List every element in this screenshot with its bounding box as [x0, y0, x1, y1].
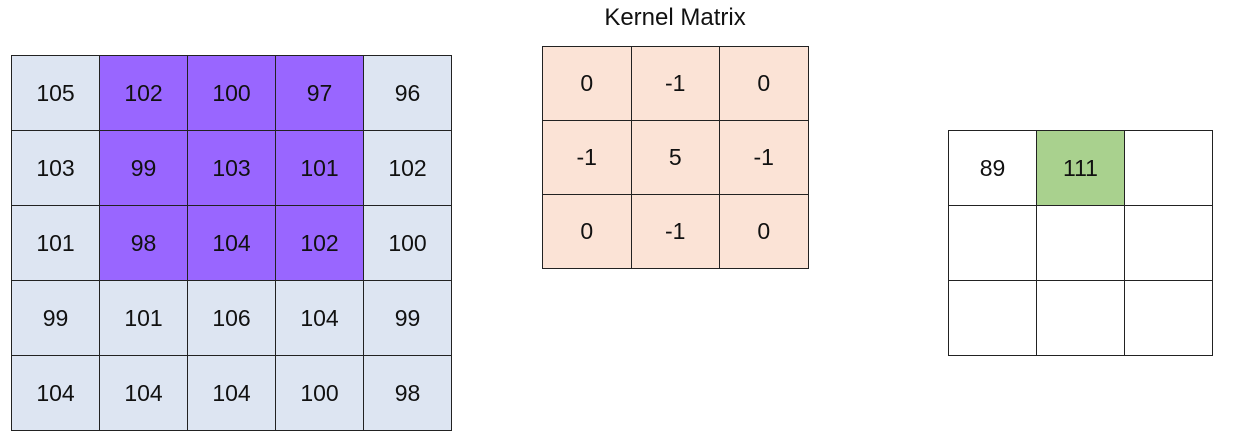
- kernel-cell: -1: [720, 121, 809, 195]
- output-cell: [1037, 281, 1125, 356]
- input-cell: 106: [188, 281, 276, 356]
- input-cell: 104: [276, 281, 364, 356]
- output-cell: [949, 206, 1037, 281]
- input-cell-highlighted: 99: [100, 131, 188, 206]
- output-cell-current: 111: [1037, 131, 1125, 206]
- kernel-title: Kernel Matrix: [604, 4, 746, 31]
- input-cell-highlighted: 101: [276, 131, 364, 206]
- kernel-cell: 5: [631, 121, 720, 195]
- kernel-cell: -1: [543, 121, 632, 195]
- output-cell: [949, 281, 1037, 356]
- kernel-cell: 0: [720, 195, 809, 269]
- output-cell: [1125, 131, 1213, 206]
- input-cell: 100: [364, 206, 452, 281]
- input-cell: 96: [364, 56, 452, 131]
- input-cell-highlighted: 97: [276, 56, 364, 131]
- output-matrix: 89 111: [948, 130, 1213, 356]
- input-cell-highlighted: 102: [100, 56, 188, 131]
- output-cell: 89: [949, 131, 1037, 206]
- input-cell: 105: [12, 56, 100, 131]
- output-cell: [1037, 206, 1125, 281]
- input-cell: 101: [100, 281, 188, 356]
- input-cell: 100: [276, 356, 364, 431]
- kernel-cell: 0: [543, 195, 632, 269]
- kernel-matrix: 0 -1 0 -1 5 -1 0 -1 0: [542, 46, 809, 269]
- input-cell-highlighted: 98: [100, 206, 188, 281]
- output-cell: [1125, 206, 1213, 281]
- input-cell: 98: [364, 356, 452, 431]
- input-cell-highlighted: 103: [188, 131, 276, 206]
- input-cell-highlighted: 100: [188, 56, 276, 131]
- input-cell: 99: [364, 281, 452, 356]
- input-cell: 104: [100, 356, 188, 431]
- input-matrix: 105 102 100 97 96 103 99 103 101 102 101…: [11, 55, 452, 431]
- kernel-cell: -1: [631, 195, 720, 269]
- input-cell: 99: [12, 281, 100, 356]
- kernel-cell: -1: [631, 47, 720, 121]
- input-cell: 102: [364, 131, 452, 206]
- input-cell-highlighted: 104: [188, 206, 276, 281]
- output-cell: [1125, 281, 1213, 356]
- kernel-cell: 0: [543, 47, 632, 121]
- input-cell: 103: [12, 131, 100, 206]
- input-cell: 101: [12, 206, 100, 281]
- kernel-cell: 0: [720, 47, 809, 121]
- input-cell-highlighted: 102: [276, 206, 364, 281]
- input-cell: 104: [188, 356, 276, 431]
- input-cell: 104: [12, 356, 100, 431]
